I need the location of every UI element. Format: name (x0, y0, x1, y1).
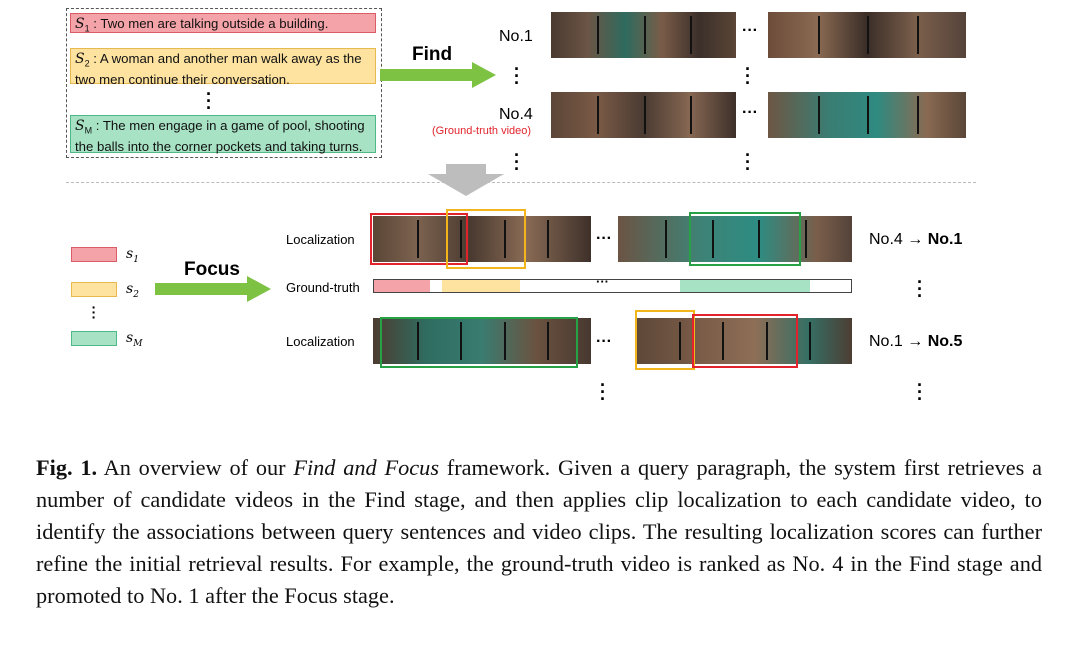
film-frame-divider (917, 16, 919, 54)
film-frame-divider (867, 16, 869, 54)
vertical-ellipsis: ··· (91, 299, 97, 325)
gt-segment-sm (680, 280, 810, 292)
vertical-ellipsis: ··· (514, 145, 520, 179)
horizontal-ellipsis: ··· (742, 104, 758, 121)
find-arrow-icon (380, 62, 496, 88)
focus-label: Focus (184, 259, 240, 280)
horizontal-ellipsis: ··· (742, 22, 758, 39)
film-frame-divider (867, 96, 869, 134)
find-label: Find (412, 44, 453, 65)
localization-2-frames-b (636, 318, 852, 364)
candidate-video-4-frames-b (768, 92, 966, 138)
film-frame-divider (818, 96, 820, 134)
film-frame-divider (665, 220, 667, 258)
query-sentence-2: S2 : A woman and another man walk away a… (70, 48, 376, 87)
ground-truth-bar: ··· (373, 274, 852, 293)
vertical-ellipsis: ··· (206, 84, 212, 118)
vertical-ellipsis: ··· (600, 375, 606, 409)
legend-swatch-sm (71, 331, 117, 346)
gt-segment-s2 (442, 280, 520, 292)
vertical-ellipsis: ··· (745, 59, 751, 93)
clip-box-s1 (692, 314, 798, 368)
horizontal-ellipsis: ··· (596, 230, 612, 247)
film-frame-divider (818, 16, 820, 54)
localization-2-frames-a (373, 318, 591, 364)
rank-change-row1: No.4 → No.1 (869, 231, 963, 248)
clip-box-sm (689, 212, 801, 266)
vertical-ellipsis: ··· (745, 145, 751, 179)
film-frame-divider (460, 220, 462, 258)
rank-no4-label: No.4 (499, 106, 533, 123)
localization-label-2: Localization (286, 334, 355, 349)
film-frame-divider (805, 220, 807, 258)
clip-box-s1 (370, 213, 468, 265)
localization-label-1: Localization (286, 232, 355, 247)
film-frame-divider (460, 322, 462, 360)
legend-swatch-s2 (71, 282, 117, 297)
stage-divider (66, 182, 976, 183)
focus-arrow-icon (155, 276, 271, 302)
film-frame-divider (712, 220, 714, 258)
localization-1-frames-a (373, 216, 591, 262)
query-sentence-m: SM : The men engage in a game of pool, s… (70, 115, 376, 154)
rank-no1-label: No.1 (499, 28, 533, 45)
legend-label-s2: s2 (126, 281, 139, 300)
film-frame-divider (417, 322, 419, 360)
ground-truth-label: Ground-truth (286, 280, 360, 295)
horizontal-ellipsis: ··· (596, 274, 609, 289)
legend-swatch-s1 (71, 247, 117, 262)
film-frame-divider (679, 322, 681, 360)
sentence-variable: S (75, 16, 85, 32)
film-frame-divider (766, 322, 768, 360)
film-frame-divider (597, 96, 599, 134)
clip-box-s2 (635, 310, 695, 370)
film-frame-divider (597, 16, 599, 54)
legend-label-sm: sM (126, 330, 143, 349)
film-frame-divider (722, 322, 724, 360)
localization-1-frames-b (618, 216, 852, 262)
film-frame-divider (917, 96, 919, 134)
clip-box-s2 (446, 209, 526, 269)
film-frame-divider (644, 16, 646, 54)
film-frame-divider (547, 220, 549, 258)
candidate-video-4-frames-a (551, 92, 736, 138)
candidate-video-1-frames-b (768, 12, 966, 58)
legend-label-s1: s1 (126, 246, 139, 265)
film-frame-divider (547, 322, 549, 360)
ground-truth-video-note: (Ground-truth video) (432, 125, 532, 137)
vertical-ellipsis: ··· (917, 272, 923, 306)
query-sentence-1: S1 : Two men are talking outside a build… (70, 13, 376, 34)
film-frame-divider (504, 322, 506, 360)
film-frame-divider (758, 220, 760, 258)
film-frame-divider (690, 16, 692, 54)
vertical-ellipsis: ··· (514, 59, 520, 93)
down-arrow-icon (428, 164, 504, 196)
gt-segment-s1 (374, 280, 430, 292)
film-frame-divider (417, 220, 419, 258)
film-frame-divider (809, 322, 811, 360)
film-frame-divider (690, 96, 692, 134)
candidate-video-1-frames-a (551, 12, 736, 58)
film-frame-divider (644, 96, 646, 134)
rank-change-row2: No.1 → No.5 (869, 333, 963, 350)
film-frame-divider (504, 220, 506, 258)
figure-caption: Fig. 1. An overview of our Find and Focu… (36, 455, 1042, 608)
horizontal-ellipsis: ··· (596, 333, 612, 350)
clip-box-sm (380, 317, 578, 368)
vertical-ellipsis: ··· (917, 375, 923, 409)
query-paragraph-box: S1 : Two men are talking outside a build… (66, 8, 382, 158)
